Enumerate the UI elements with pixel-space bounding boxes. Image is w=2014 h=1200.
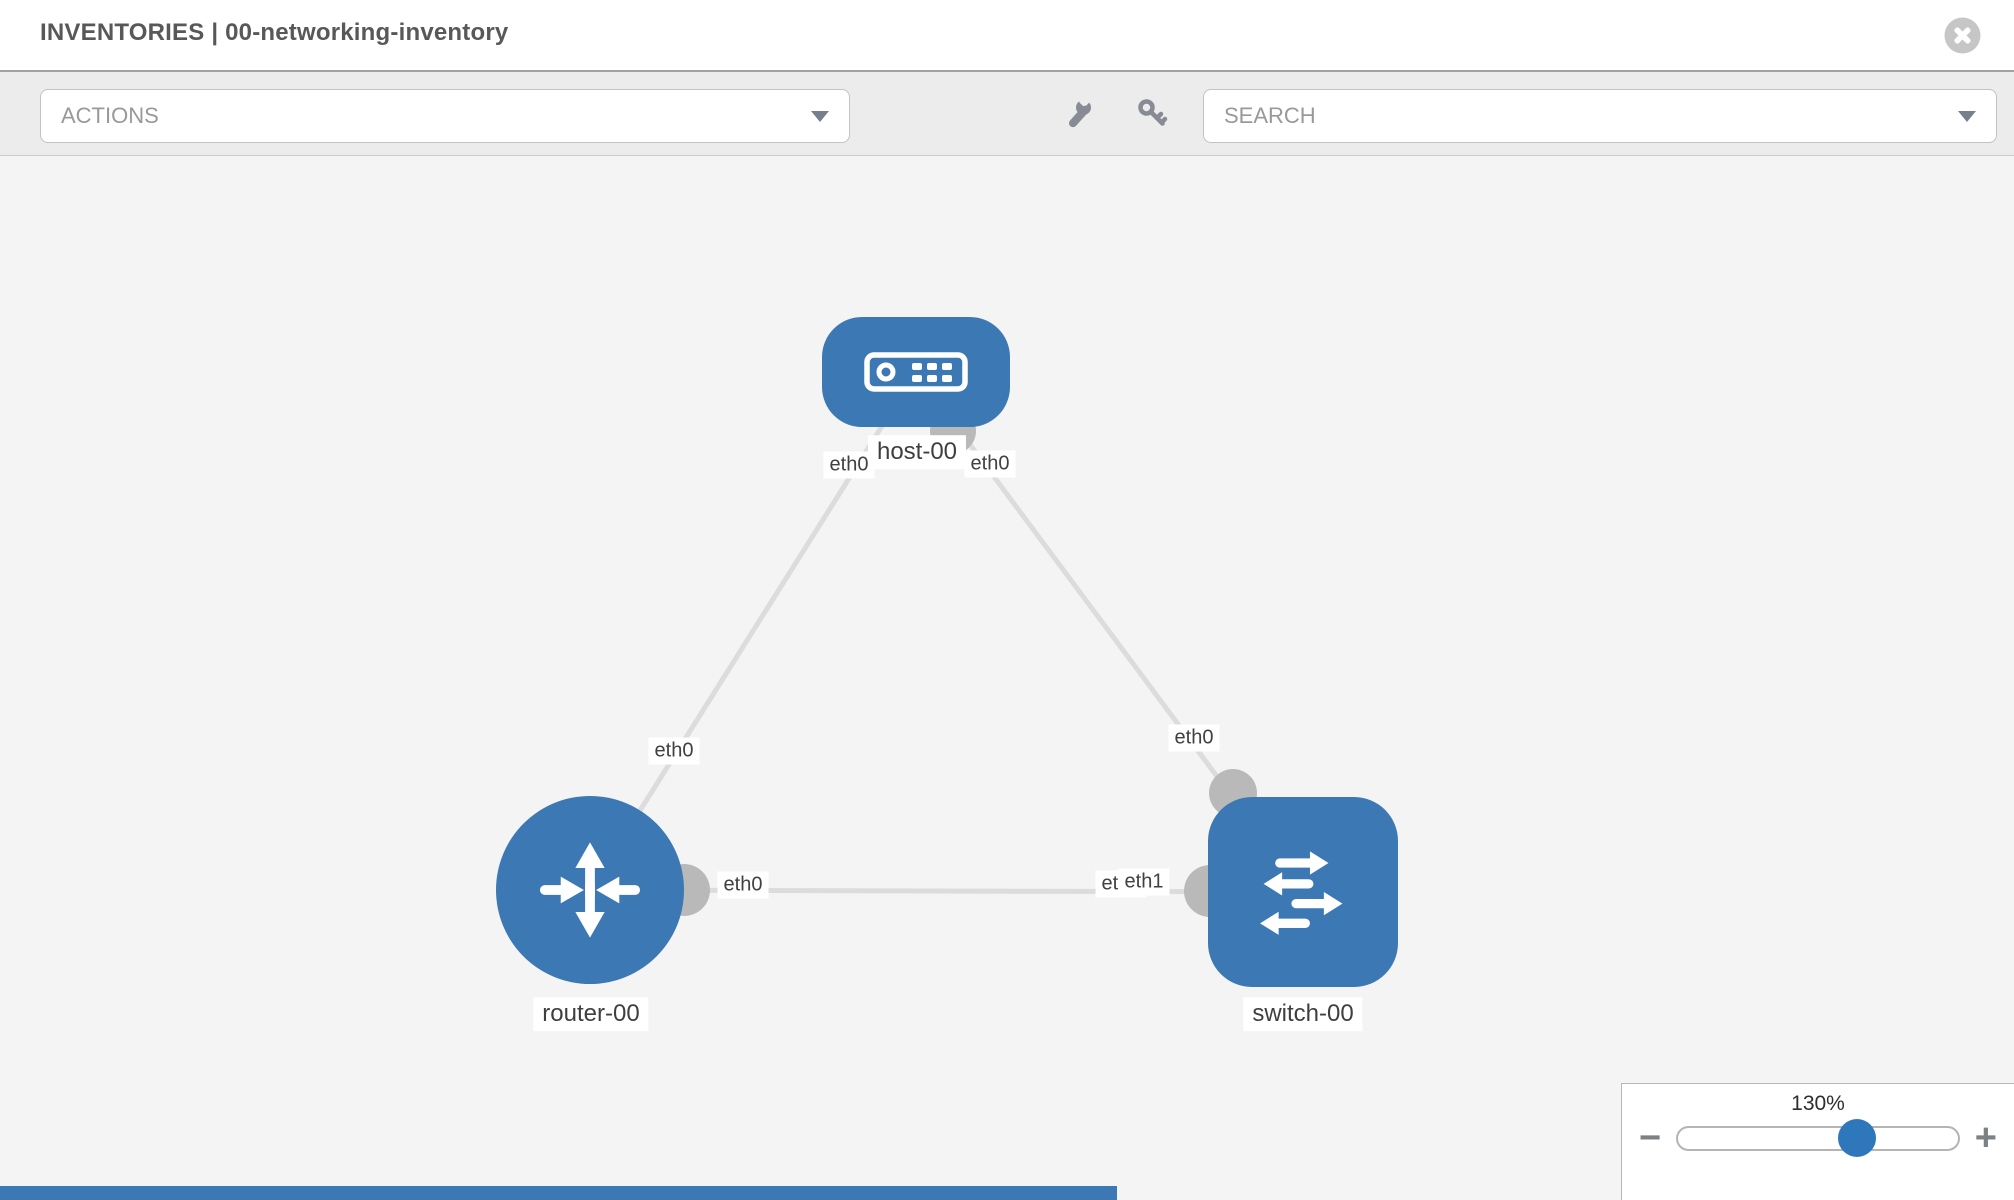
node-host-00[interactable] [822,317,1010,427]
interface-label-eth0: eth0 [964,450,1016,478]
interface-label-eth0: eth0 [648,737,700,765]
header: INVENTORIES | 00-networking-inventory [0,0,2014,70]
toolbar: ACTIONS SEARCH [0,70,2014,156]
page-title: INVENTORIES | 00-networking-inventory [40,19,509,46]
switch-icon [1260,851,1343,935]
node-router-00[interactable] [496,796,684,984]
node-label-router-00: router-00 [533,997,649,1031]
zoom-level: 130% [1791,1092,1845,1115]
bottom-blue-strip [0,1186,1117,1200]
interface-label-eth0: eth0 [717,871,769,899]
close-button[interactable] [1944,17,1981,54]
router-icon [539,842,641,938]
actions-dropdown[interactable]: ACTIONS [40,89,850,143]
zoom-out-button[interactable]: − [1639,1117,1662,1159]
node-label-host-00: host-00 [867,435,967,469]
actions-dropdown-label: ACTIONS [61,103,159,128]
search-dropdown[interactable]: SEARCH [1203,89,1997,143]
close-icon [1954,27,1971,44]
zoom-panel: 130% − + [1621,1083,2014,1200]
key-icon[interactable] [1136,98,1168,130]
chevron-down-icon [811,110,829,122]
chevron-down-icon [1958,110,1976,122]
host-icon [864,352,968,392]
search-dropdown-label: SEARCH [1224,103,1316,128]
zoom-slider-track[interactable] [1676,1119,1960,1157]
interface-label-eth1: eth1 [1118,868,1170,896]
zoom-in-button[interactable]: + [1974,1117,1997,1159]
interface-label-eth0: eth0 [823,451,875,479]
wrench-icon[interactable] [1062,98,1094,130]
interface-label-eth0: eth0 [1168,724,1220,752]
node-label-switch-00: switch-00 [1243,997,1363,1031]
node-switch-00[interactable] [1208,797,1398,987]
zoom-slider-thumb[interactable] [1838,1119,1877,1157]
